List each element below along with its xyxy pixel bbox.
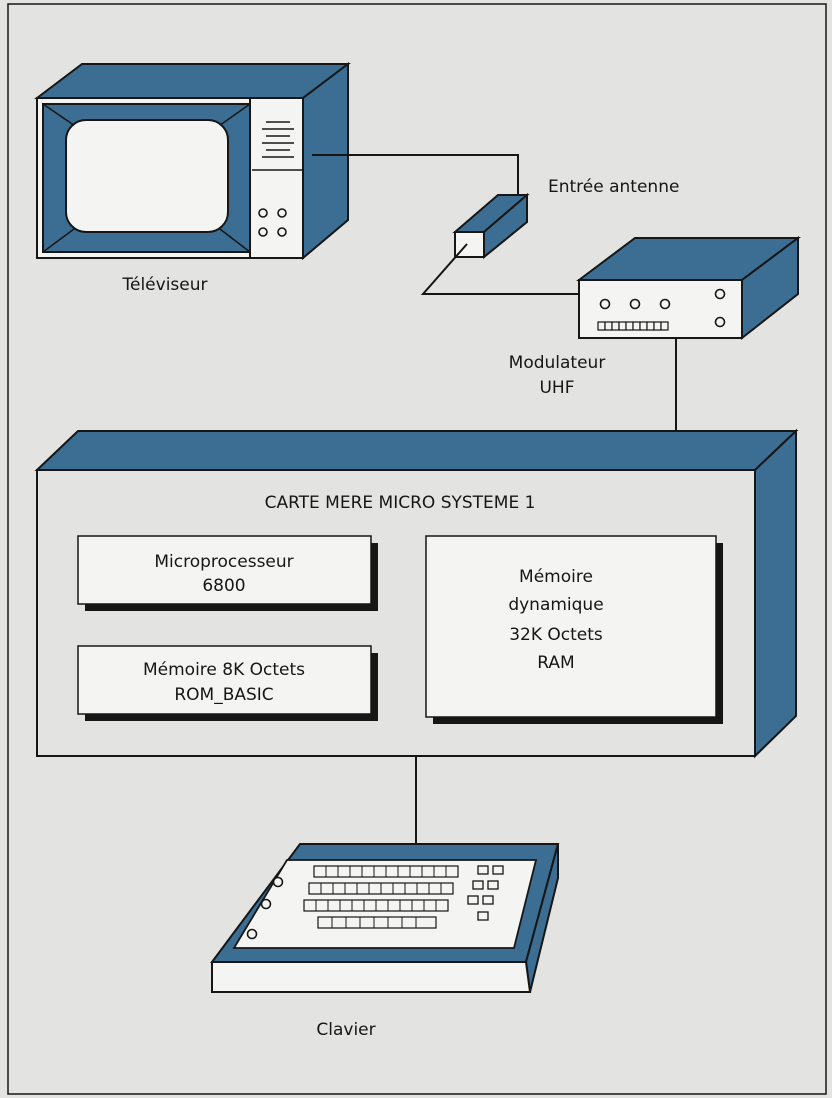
ram-label-line4: RAM xyxy=(537,653,574,673)
tv-screen xyxy=(66,120,228,232)
cpu-box xyxy=(78,536,378,611)
rom-label-line2: ROM_BASIC xyxy=(174,685,273,705)
tv-label: Téléviseur xyxy=(122,275,208,295)
ram-label-line2: dynamique xyxy=(508,595,603,615)
rom-label-line1: Mémoire 8K Octets xyxy=(143,660,305,680)
ram-label-line3: 32K Octets xyxy=(509,625,603,645)
ram-label-line1: Mémoire xyxy=(519,567,593,587)
television xyxy=(37,64,348,258)
tv-top-face xyxy=(37,64,348,98)
antenna-label: Entrée antenne xyxy=(548,177,679,197)
modulator-label-line1: Modulateur xyxy=(509,353,606,373)
board-side-face xyxy=(755,431,796,756)
modulator-label-line2: UHF xyxy=(539,378,574,398)
keyboard-front-face xyxy=(212,962,530,992)
cpu-label-line2: 6800 xyxy=(202,576,245,596)
modulator-switch-row xyxy=(598,322,668,330)
keyboard-label: Clavier xyxy=(316,1020,375,1040)
board-top-face xyxy=(37,431,796,470)
rom-box xyxy=(78,646,378,721)
board-title: CARTE MERE MICRO SYSTEME 1 xyxy=(265,493,536,513)
cpu-label-line1: Microprocesseur xyxy=(154,552,293,572)
